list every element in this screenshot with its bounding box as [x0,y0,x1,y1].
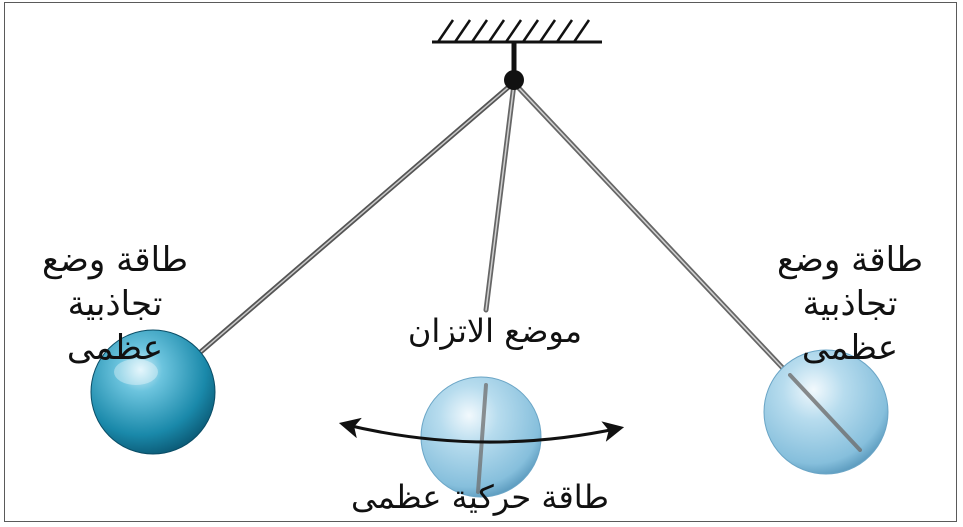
equilibrium-label: موضع الاتزان [407,312,583,350]
right-label-line-1: طاقة وضع [776,240,924,280]
motion-arrow [338,417,625,444]
left-label-line-2: تجاذبية [67,284,163,324]
right-label-line-2: تجاذبية [802,284,898,324]
ceiling-support [432,19,602,76]
right-label-line-3: عظمى [801,328,899,368]
kinetic-energy-label: طاقة حركية عظمى [350,478,609,516]
right-potential-label: طاقة وضع تجاذبية عظمى [745,238,955,370]
left-potential-label: طاقة وضع تجاذبية عظمى [10,238,220,370]
left-bob [90,329,216,455]
left-label-line-1: طاقة وضع [41,240,189,280]
pivot-point [504,70,524,90]
left-label-line-3: عظمى [66,328,164,368]
